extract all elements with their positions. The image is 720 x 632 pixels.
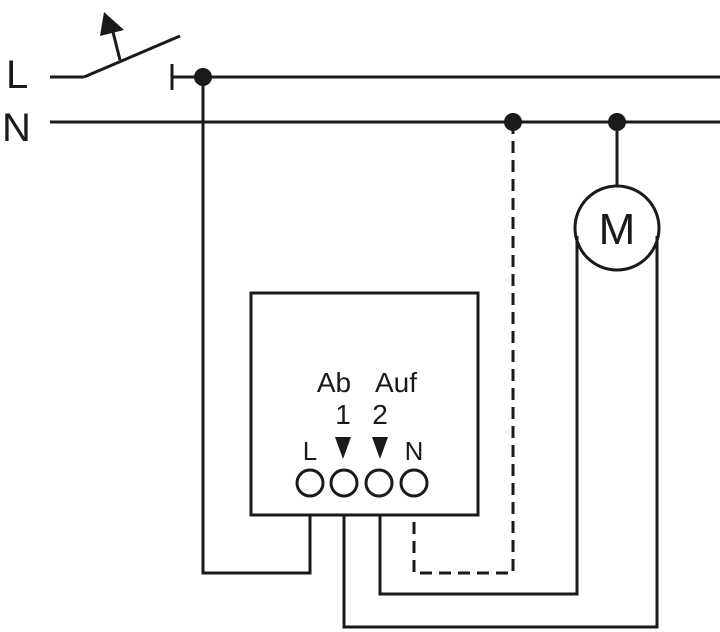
down-arrow-icon xyxy=(335,437,351,459)
up-arrow-icon xyxy=(372,437,388,459)
neutral-feed-wire xyxy=(412,122,515,575)
switch-symbol xyxy=(50,12,181,90)
actuator-box xyxy=(249,291,480,517)
motor-symbol xyxy=(573,184,661,272)
live-feed-wire xyxy=(201,77,312,575)
terminal-l-label: L xyxy=(303,436,317,466)
down-label: Ab xyxy=(317,367,351,398)
output-2-wire xyxy=(378,236,579,596)
terminal-n xyxy=(399,468,429,498)
switch-arrow-icon xyxy=(100,12,124,36)
terminal-1 xyxy=(329,468,359,498)
terminal-l xyxy=(295,468,325,498)
motor-label: M xyxy=(599,205,636,254)
up-label: Auf xyxy=(375,367,417,398)
live-line-label: L xyxy=(6,53,28,97)
neutral-line-label: N xyxy=(2,106,31,150)
terminal-n-label: N xyxy=(405,436,424,466)
down-number: 1 xyxy=(335,399,351,430)
terminal-2 xyxy=(364,468,394,498)
output-1-wire xyxy=(342,236,659,629)
up-number: 2 xyxy=(372,399,388,430)
